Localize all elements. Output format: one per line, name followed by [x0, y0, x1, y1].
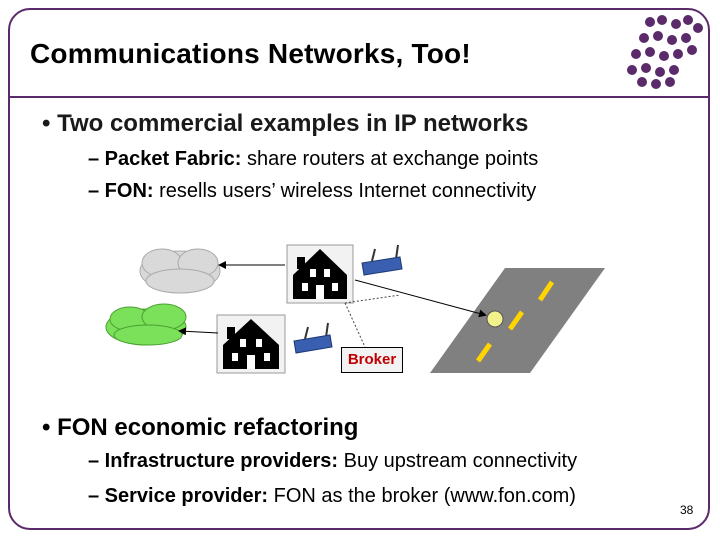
broker-label-box: Broker — [341, 347, 403, 373]
bullet-commercial-examples: • Two commercial examples in IP networks — [42, 110, 529, 137]
sub-bullet-label: – Packet Fabric: — [88, 148, 247, 170]
title-divider — [10, 96, 710, 98]
sub-bullet-label: – Service provider: — [88, 485, 274, 507]
fon-network-diagram — [105, 244, 605, 374]
slide-title: Communications Networks, Too! — [30, 38, 471, 69]
wireless-router-icon — [293, 322, 333, 354]
road-lane-mark — [507, 310, 525, 331]
user-dot-icon — [486, 310, 504, 328]
sub-bullet-text: Buy upstream connectivity — [343, 450, 578, 472]
sub-bullet-label: – FON: — [88, 180, 160, 202]
slide-frame — [8, 8, 710, 530]
bullet-fon-refactoring: • FON economic refactoring — [42, 414, 359, 441]
wireless-router-icon — [361, 244, 403, 276]
connection-arrow — [354, 279, 487, 318]
broker-dashed-line — [344, 302, 366, 348]
connection-arrow — [178, 327, 219, 336]
broker-dashed-line — [344, 294, 401, 304]
sub-bullet-text: FON as the broker (www.fon.com) — [273, 485, 576, 507]
sub-bullet-text: resells users’ wireless Internet connect… — [159, 180, 537, 202]
logo-icon — [627, 15, 703, 89]
house-icon — [286, 244, 354, 304]
house-icon — [216, 314, 286, 374]
sub-bullet-packet-fabric: – Packet Fabric: share routers at exchan… — [88, 148, 538, 171]
page-number: 38 — [680, 503, 694, 517]
road-lane-mark — [475, 342, 493, 363]
sub-bullet-service-provider: – Service provider: FON as the broker (w… — [88, 485, 576, 508]
sub-bullet-text: share routers at exchange points — [246, 148, 539, 170]
gray-cloud-icon — [139, 248, 221, 294]
sub-bullet-label: – Infrastructure providers: — [88, 450, 344, 472]
green-cloud-icon — [105, 303, 187, 346]
sub-bullet-fon: – FON: resells users’ wireless Internet … — [88, 180, 536, 203]
road-lane-mark — [537, 280, 555, 302]
sub-bullet-infrastructure-providers: – Infrastructure providers: Buy upstream… — [88, 450, 577, 473]
